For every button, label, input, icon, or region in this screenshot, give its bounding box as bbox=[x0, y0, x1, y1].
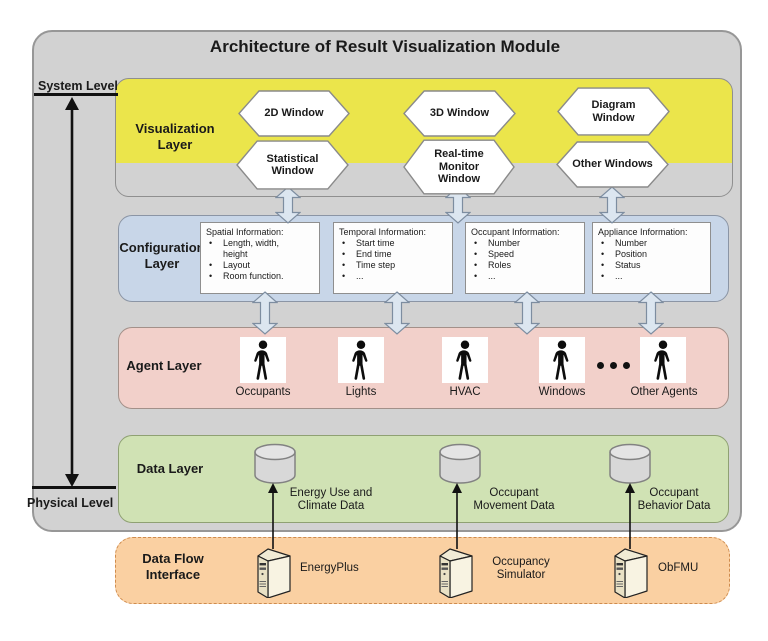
hexagon-realtime-monitor-window: Real-time Monitor Window bbox=[403, 139, 515, 195]
bullet-item: Time step bbox=[334, 260, 434, 271]
system-label-energyplus: EnergyPlus bbox=[300, 562, 359, 574]
computer-tower-icon bbox=[257, 548, 291, 598]
bullet-item: Position bbox=[593, 249, 693, 260]
diagram-title: Architecture of Result Visualization Mod… bbox=[209, 37, 561, 56]
hexagon-2d-window: 2D Window bbox=[238, 90, 350, 137]
system-level-cap-line bbox=[34, 93, 118, 96]
database-icon bbox=[254, 443, 296, 484]
interface-data-arrow-icon bbox=[625, 483, 635, 549]
hexagon-statistical-window: Statistical Window bbox=[236, 140, 349, 190]
bullet-item: Number bbox=[593, 238, 693, 249]
bullet-item: Number bbox=[466, 238, 566, 249]
bullet-item: ... bbox=[593, 271, 693, 282]
occupant-information-box: Occupant Information: Number Speed Roles… bbox=[465, 222, 585, 294]
bullet-item: ... bbox=[466, 271, 566, 282]
other-agents-cell bbox=[640, 337, 686, 383]
person-icon bbox=[456, 340, 472, 380]
bullet-item: Room function. bbox=[201, 271, 301, 282]
ellipsis-more-agents bbox=[597, 362, 630, 369]
person-icon bbox=[254, 340, 270, 380]
system-label-obfmu: ObFMU bbox=[658, 562, 699, 574]
configuration-layer-label: Configuration Layer bbox=[119, 240, 205, 271]
computer-tower-icon bbox=[439, 548, 473, 598]
database-icon bbox=[609, 443, 651, 484]
interface-data-arrow-icon bbox=[452, 483, 462, 549]
windows-agent-cell bbox=[539, 337, 585, 383]
appliance-information-box: Appliance Information: Number Position S… bbox=[592, 222, 711, 294]
hexagon-diagram-window: Diagram Window bbox=[557, 87, 670, 136]
visualization-layer-label: Visualization Layer bbox=[135, 121, 215, 152]
temporal-information-box: Temporal Information: Start time End tim… bbox=[333, 222, 453, 294]
hexagon-other-windows: Other Windows bbox=[556, 141, 669, 188]
data-layer-label: Data Layer bbox=[136, 461, 204, 476]
hvac-agent-cell bbox=[442, 337, 488, 383]
agent-label-windows: Windows bbox=[538, 386, 586, 398]
agent-layer-label: Agent Layer bbox=[126, 358, 202, 373]
occupants-agent-cell bbox=[240, 337, 286, 383]
bullet-item: Status bbox=[593, 260, 693, 271]
config-agent-arrow-icon bbox=[638, 291, 664, 335]
agent-label-other-agents: Other Agents bbox=[630, 386, 698, 398]
data-flow-interface-label: Data Flow Interface bbox=[142, 551, 204, 582]
computer-tower-icon bbox=[614, 548, 648, 598]
agent-label-hvac: HVAC bbox=[449, 386, 481, 398]
viz-config-arrow-icon bbox=[445, 186, 471, 224]
person-icon bbox=[352, 340, 368, 380]
store-label-occupant-behavior: Occupant Behavior Data bbox=[637, 487, 711, 512]
bullet-item: Layout bbox=[201, 260, 301, 271]
store-label-occupant-movement: Occupant Movement Data bbox=[473, 487, 555, 512]
config-agent-arrow-icon bbox=[252, 291, 278, 335]
person-icon bbox=[654, 340, 670, 380]
physical-level-cap-line bbox=[32, 486, 116, 489]
level-span-arrow-icon bbox=[65, 97, 79, 487]
agent-label-lights: Lights bbox=[345, 386, 377, 398]
lights-agent-cell bbox=[338, 337, 384, 383]
hexagon-3d-window: 3D Window bbox=[403, 90, 516, 137]
bullet-item: Start time bbox=[334, 238, 434, 249]
store-label-energy-climate: Energy Use and Climate Data bbox=[289, 487, 373, 512]
agent-label-occupants: Occupants bbox=[235, 386, 291, 398]
person-icon bbox=[553, 340, 569, 380]
database-icon bbox=[439, 443, 481, 484]
physical-level-label: Physical Level bbox=[27, 496, 114, 510]
bullet-item: Speed bbox=[466, 249, 566, 260]
viz-config-arrow-icon bbox=[275, 186, 301, 224]
spatial-information-box: Spatial Information: Length, width, heig… bbox=[200, 222, 320, 294]
system-label-occupancy-simulator: Occupancy Simulator bbox=[492, 556, 550, 581]
bullet-item: Roles bbox=[466, 260, 566, 271]
bullet-item: Length, width, height bbox=[201, 238, 301, 260]
viz-config-arrow-icon bbox=[599, 186, 625, 224]
config-agent-arrow-icon bbox=[384, 291, 410, 335]
interface-data-arrow-icon bbox=[268, 483, 278, 549]
bullet-item: ... bbox=[334, 271, 434, 282]
system-level-label: System Level bbox=[38, 79, 118, 93]
config-agent-arrow-icon bbox=[514, 291, 540, 335]
bullet-item: End time bbox=[334, 249, 434, 260]
